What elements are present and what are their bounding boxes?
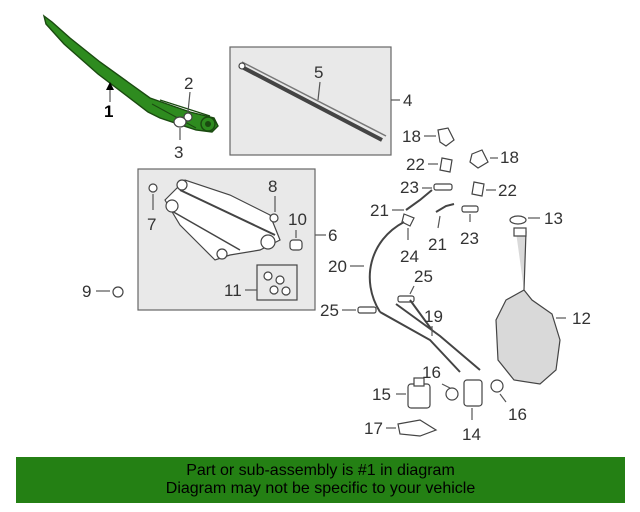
nozzle-part-18 xyxy=(437,127,455,147)
callout-24: 24 xyxy=(400,247,419,266)
nozzle-part-18-b xyxy=(469,149,489,169)
callout-15: 15 xyxy=(372,385,391,404)
pivot-bolt-part-7 xyxy=(148,183,158,193)
callout-19: 19 xyxy=(424,307,443,326)
bushing-part-10 xyxy=(289,239,303,251)
reservoir-cap-part-13 xyxy=(509,215,527,225)
grommet-part-11 xyxy=(263,271,291,296)
callout-2: 2 xyxy=(184,74,193,93)
washer-pump-part-15 xyxy=(407,377,431,409)
grommet-part-9 xyxy=(112,286,124,298)
hose-part-20 xyxy=(368,221,405,313)
callout-17: 17 xyxy=(364,419,383,438)
wiper-linkage-part-6[interactable] xyxy=(164,179,281,261)
grommet-part-16 xyxy=(445,387,459,401)
callout-23b: 23 xyxy=(460,229,479,248)
hose-part-21-b xyxy=(435,203,455,213)
callout-21a: 21 xyxy=(370,201,389,220)
wiper-blade-part-5[interactable] xyxy=(238,61,387,142)
callout-16b: 16 xyxy=(508,405,527,424)
callout-9: 9 xyxy=(82,282,91,301)
callout-25a: 25 xyxy=(414,267,433,286)
connector-part-23 xyxy=(433,183,453,191)
callout-1: 1 xyxy=(104,102,113,121)
wiper-nut-part-2 xyxy=(183,112,193,122)
wiper-cap-part-3 xyxy=(173,116,187,128)
callout-18a: 18 xyxy=(402,127,421,146)
callout-23a: 23 xyxy=(400,178,419,197)
grommet-kit-box xyxy=(256,264,298,301)
wiper-arm-part-1[interactable] xyxy=(42,14,219,133)
callout-11: 11 xyxy=(224,281,242,300)
callout-25b: 25 xyxy=(320,301,339,320)
callout-13: 13 xyxy=(544,209,563,228)
callout-7: 7 xyxy=(147,215,156,234)
parts-diagram: 1 2 3 5 4 7 8 10 6 xyxy=(42,14,591,444)
info-banner: Part or sub-assembly is #1 in diagram Di… xyxy=(16,457,625,503)
callout-6: 6 xyxy=(328,226,337,245)
hose-part-21 xyxy=(405,189,433,211)
callout-12: 12 xyxy=(572,309,591,328)
hose-clip-part-22-b xyxy=(471,181,485,197)
callout-5: 5 xyxy=(314,63,323,82)
callout-22b: 22 xyxy=(498,181,517,200)
callout-21b: 21 xyxy=(428,235,447,254)
callout-4: 4 xyxy=(403,91,412,110)
callout-16a: 16 xyxy=(422,363,441,382)
nut-part-8 xyxy=(269,213,279,223)
grommet-part-16-b xyxy=(490,379,504,393)
callout-18b: 18 xyxy=(500,148,519,167)
callout-22a: 22 xyxy=(406,155,425,174)
hose-clip-part-22 xyxy=(439,157,453,173)
washer-pump-part-14 xyxy=(463,379,483,407)
washer-reservoir-part-12[interactable] xyxy=(495,227,561,385)
joint-part-24 xyxy=(401,213,415,227)
bracket-part-17 xyxy=(397,419,438,437)
banner-line-1: Part or sub-assembly is #1 in diagram xyxy=(186,462,455,479)
callout-8: 8 xyxy=(268,177,277,196)
callout-20: 20 xyxy=(328,257,347,276)
connector-part-25-b xyxy=(357,306,377,314)
hose-part-19 xyxy=(379,299,481,373)
connector-part-23-b xyxy=(461,205,479,213)
banner-line-2: Diagram may not be specific to your vehi… xyxy=(165,480,476,497)
callout-14: 14 xyxy=(462,425,481,444)
callout-3: 3 xyxy=(174,143,183,162)
callout-10: 10 xyxy=(288,210,307,229)
